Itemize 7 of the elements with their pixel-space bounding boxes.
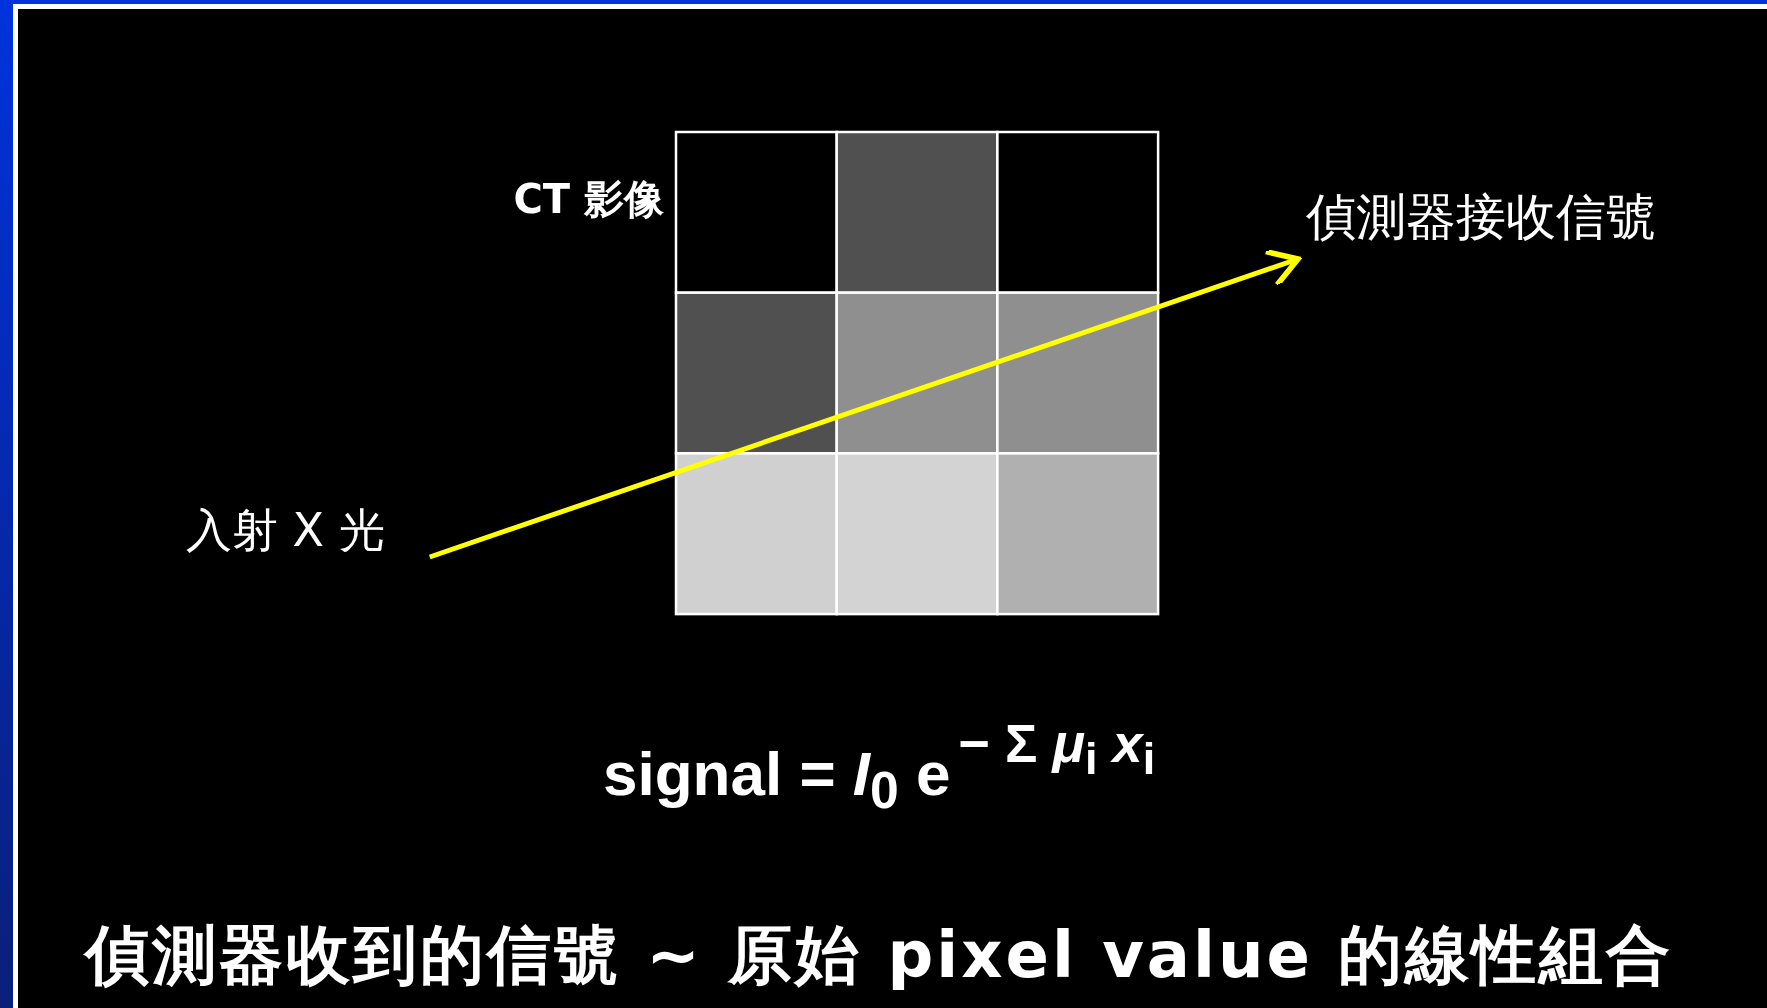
summary-text: 偵測器收到的信號 ~ 原始 pixel value 的線性組合 [85, 917, 1674, 994]
formula: signal = I$_{0}$ e [603, 738, 951, 821]
text-label: 偵測器接收信號 [1306, 184, 1656, 251]
formula-exponent: − Σ μ$_{i}$ x$_{i}$ [958, 712, 1156, 785]
text-label: 入射 X 光 [186, 500, 385, 562]
arrow [428, 248, 1301, 560]
image-heading: CT 影像 [513, 175, 664, 224]
